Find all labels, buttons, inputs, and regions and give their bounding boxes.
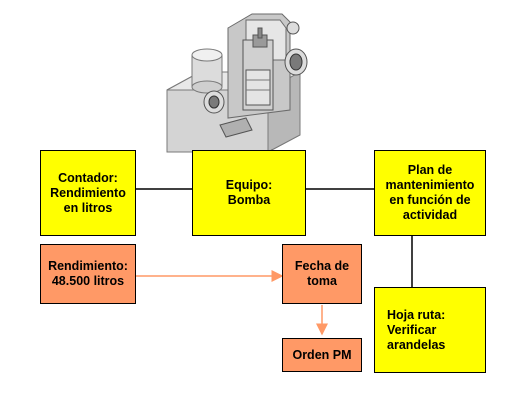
node-orden-pm: Orden PM: [282, 338, 362, 372]
node-equipo: Equipo: Bomba: [192, 150, 306, 236]
node-fecha-toma: Fecha de toma: [282, 244, 362, 304]
node-rendimiento: Rendimiento: 48.500 litros: [40, 244, 136, 304]
pump-equipment-icon: [166, 13, 308, 164]
node-contador: Contador: Rendimiento en litros: [40, 150, 136, 236]
node-hoja-ruta: Hoja ruta: Verificar arandelas: [374, 287, 486, 373]
node-plan-mantenimiento: Plan de mantenimiento en función de acti…: [374, 150, 486, 236]
